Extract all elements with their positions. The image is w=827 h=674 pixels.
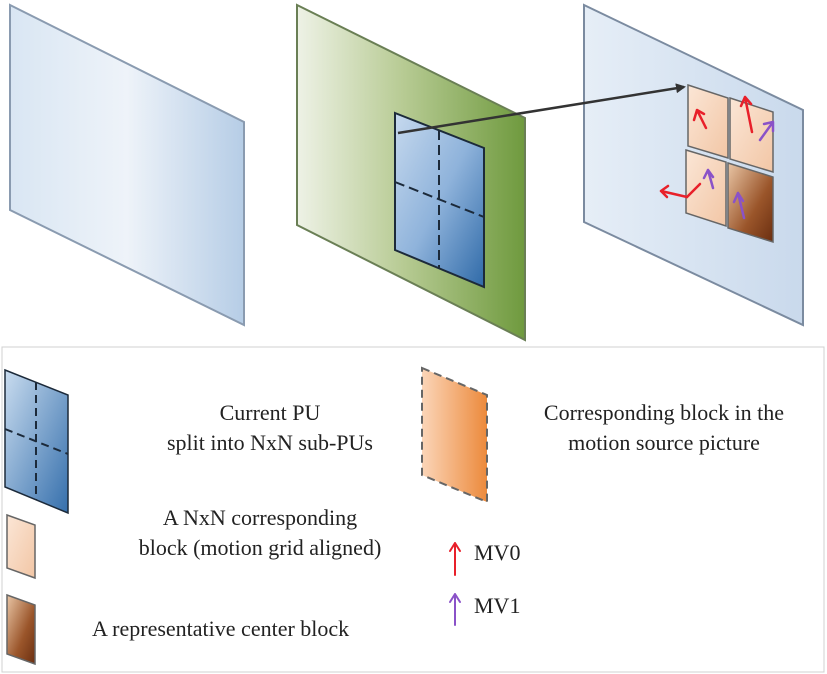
legend-mv1-label: MV1 <box>474 593 521 618</box>
source-block-grid <box>685 83 774 244</box>
legend-center-block-icon <box>6 593 36 666</box>
source-block-top-right <box>729 96 774 174</box>
legend-corresponding-block-line2: motion source picture <box>568 430 760 455</box>
legend-box <box>1 346 825 673</box>
mv1-arrows <box>702 120 775 220</box>
legend-corresponding-block-line1: Corresponding block in the <box>543 400 785 425</box>
legend-mv0-label: MV0 <box>474 540 521 565</box>
legend-current-pu-line2: split into NxN sub-PUs <box>167 430 373 455</box>
legend-nxn-block-line2: block (motion grid aligned) <box>138 535 382 560</box>
legend-nxn-block-line1: A NxN corresponding <box>162 505 358 530</box>
source-block-center <box>727 161 774 244</box>
legend-mv1-icon <box>449 593 461 626</box>
legend-current-pu-icon <box>4 368 69 515</box>
legend-mv0-icon <box>449 542 461 576</box>
current-pu-block <box>394 111 485 289</box>
mv0-arrows <box>659 95 754 199</box>
motion-shift-arrow <box>397 83 686 135</box>
legend-current-pu-line1: Current PU <box>219 400 321 425</box>
legend-nxn-block-label: A NxN corresponding block (motion grid a… <box>110 503 410 563</box>
current-picture-plane <box>9 3 245 327</box>
legend-current-pu-label: Current PU split into NxN sub-PUs <box>150 398 390 458</box>
source-block-top-left <box>687 83 729 160</box>
source-block-bottom-left <box>685 148 727 228</box>
legend-corresponding-block-label: Corresponding block in the motion source… <box>505 398 823 458</box>
legend-center-block-label: A representative center block <box>92 616 350 641</box>
legend-nxn-block-icon <box>6 513 36 580</box>
legend-corresponding-block-icon <box>421 366 488 504</box>
